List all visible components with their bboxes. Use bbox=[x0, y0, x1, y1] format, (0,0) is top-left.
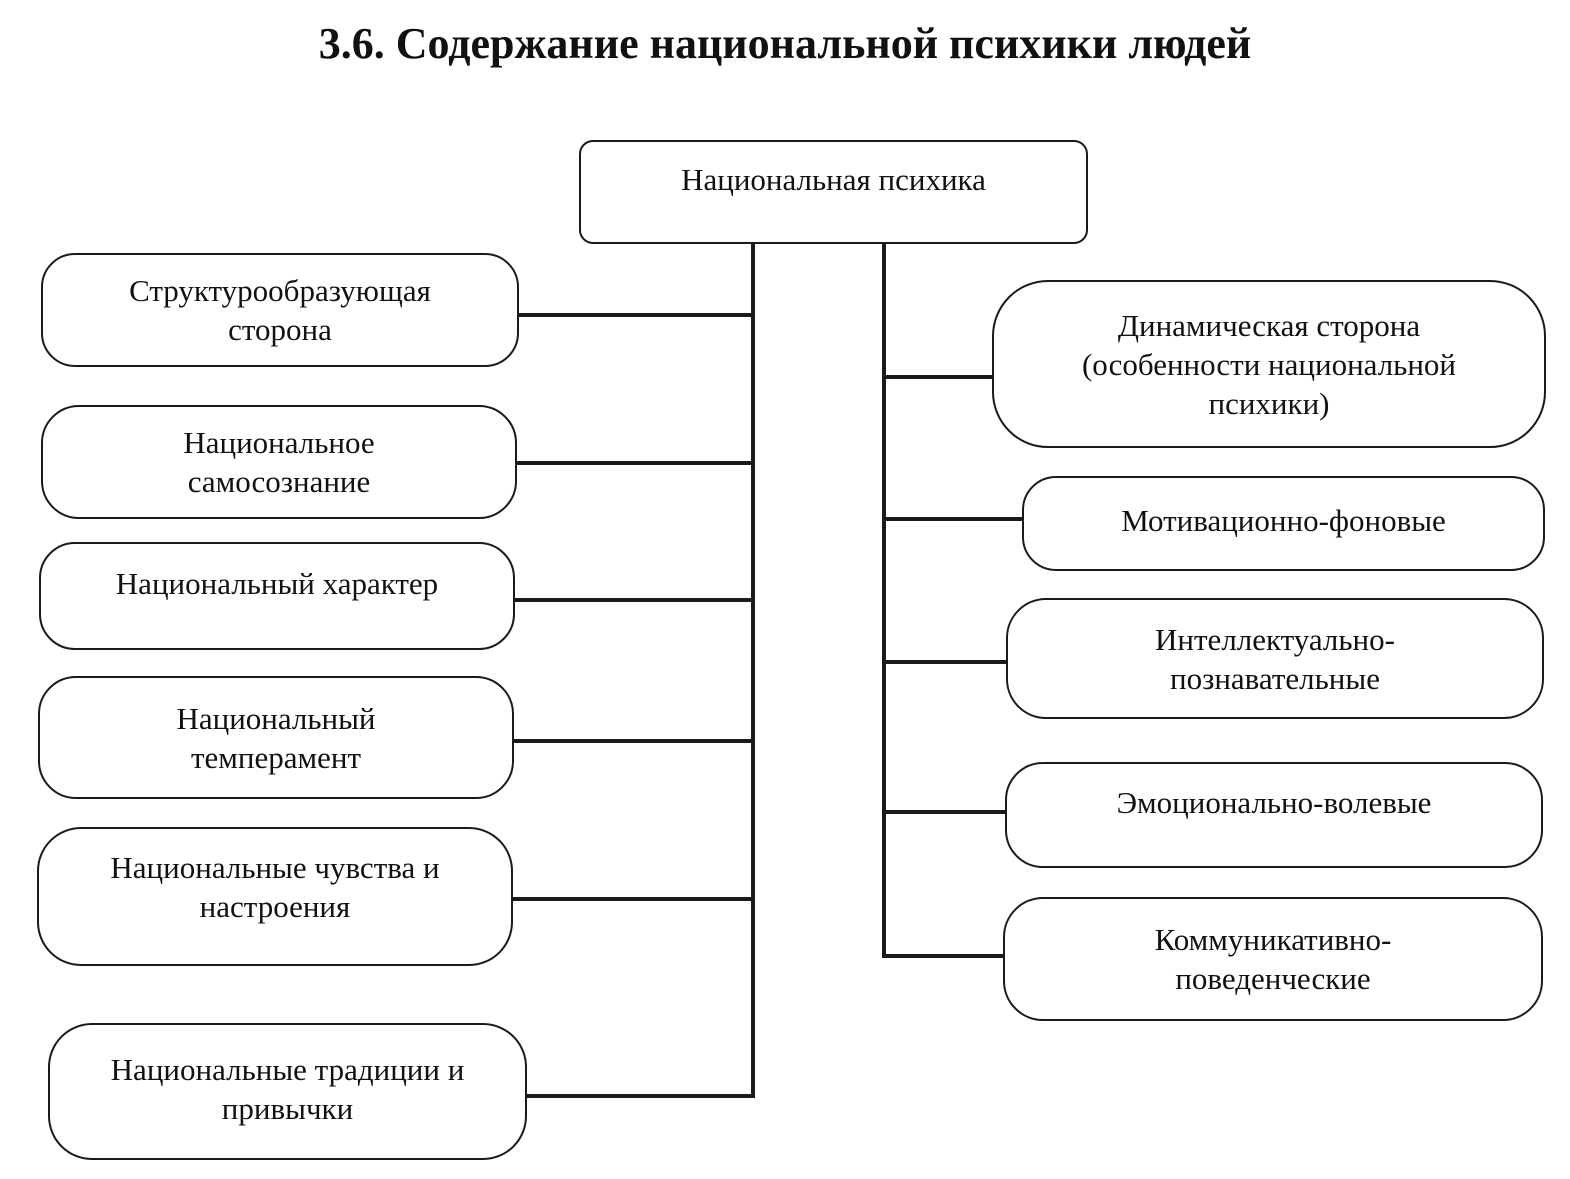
node-national-feelings-moods: Национальные чувства и настроения bbox=[37, 827, 513, 966]
node-label-line: Национальный bbox=[176, 700, 376, 736]
node-label-line: Национальный характер bbox=[115, 565, 439, 601]
node-label-line: настроения bbox=[199, 888, 351, 924]
node-label-line: сторона bbox=[228, 312, 332, 347]
node-dynamic-side: Динамическая сторона (особенности национ… bbox=[992, 280, 1546, 448]
node-label-line: Национальные чувства и bbox=[110, 849, 440, 885]
node-label-line: психики) bbox=[1208, 385, 1330, 421]
node-structure-forming-side: Структурообразующая сторона bbox=[41, 253, 519, 367]
node-national-temperament: Национальный темперамент bbox=[38, 676, 514, 799]
node-communicative-behavioral: Коммуникативно- поведенческие bbox=[1003, 897, 1543, 1021]
node-label-line: поведенческие bbox=[1175, 961, 1371, 996]
node-label-line: (особенности национальной bbox=[1081, 346, 1456, 382]
diagram-title: 3.6. Содержание национальной психики люд… bbox=[318, 19, 1252, 68]
node-label-line: Структурообразующая bbox=[129, 273, 431, 308]
node-label-line: Национальные традиции и bbox=[110, 1051, 465, 1087]
node-label-line: Эмоционально-волевые bbox=[1116, 784, 1432, 820]
node-label-line: привычки bbox=[221, 1090, 354, 1126]
node-emotional-volitional: Эмоционально-волевые bbox=[1005, 762, 1543, 868]
node-motivational-background: Мотивационно-фоновые bbox=[1022, 476, 1545, 571]
node-national-character: Национальный характер bbox=[39, 542, 515, 650]
node-label-line: Национальное bbox=[183, 425, 375, 460]
node-intellectual-cognitive: Интеллектуально- познавательные bbox=[1006, 598, 1544, 719]
node-national-self-consciousness: Национальное самосознание bbox=[41, 405, 517, 519]
node-label-line: Интеллектуально- bbox=[1155, 621, 1395, 657]
node-label-line: познавательные bbox=[1170, 660, 1380, 696]
node-label-line: темперамент bbox=[190, 739, 362, 775]
node-label-line: Коммуникативно- bbox=[1154, 922, 1392, 957]
node-label-line: самосознание bbox=[187, 464, 371, 499]
node-label-line: Мотивационно-фоновые bbox=[1121, 503, 1446, 538]
root-node-national-psyche: Национальная психика bbox=[579, 140, 1088, 244]
root-node-label: Национальная психика bbox=[681, 161, 986, 197]
node-label-line: Динамическая сторона bbox=[1117, 307, 1421, 343]
node-national-traditions-habits: Национальные традиции и привычки bbox=[48, 1023, 527, 1160]
